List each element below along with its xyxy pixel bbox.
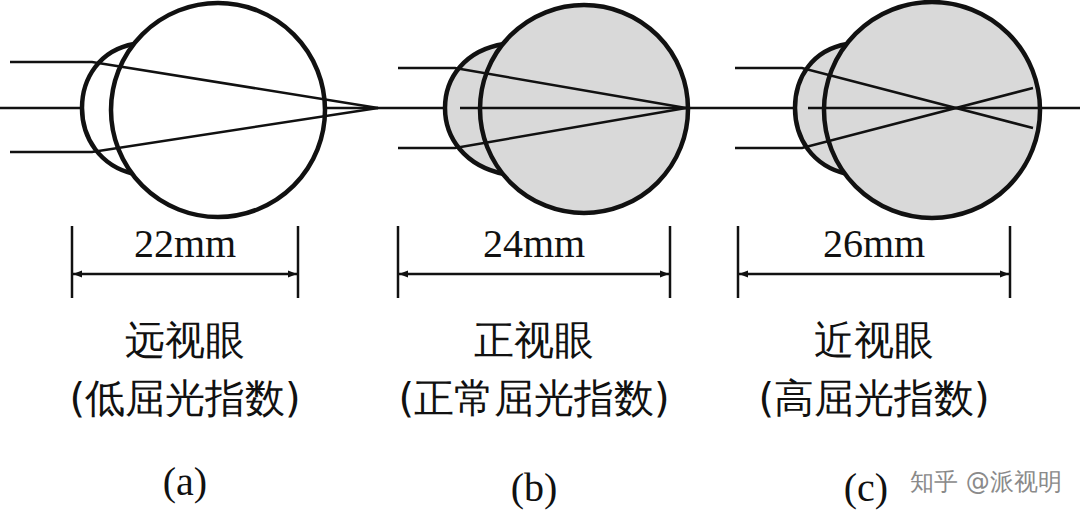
light-ray <box>398 108 686 148</box>
hyperopic-eye <box>10 3 378 217</box>
light-ray <box>10 108 378 152</box>
optical-axis <box>460 107 688 110</box>
eye-type-label: 近视眼 <box>814 320 934 360</box>
panel-letter: (a) <box>163 462 207 502</box>
optical-axis <box>808 107 1040 110</box>
light-ray <box>10 62 378 108</box>
eye-type-label: 远视眼 <box>125 320 245 360</box>
light-ray <box>398 68 686 108</box>
panel-letter: (b) <box>511 468 558 508</box>
refraction-label: (正常屈光指数) <box>398 378 669 418</box>
dimension-label: 24mm <box>483 224 585 264</box>
eyeball <box>111 3 325 217</box>
watermark: 知乎 @派视明 <box>910 470 1062 494</box>
myopic-eye <box>735 2 1040 218</box>
refraction-label: (高屈光指数) <box>758 378 989 418</box>
light-ray <box>735 88 1033 148</box>
eye-type-label: 正视眼 <box>474 320 594 360</box>
panel-letter: (c) <box>844 468 888 508</box>
light-ray <box>735 68 1033 128</box>
eyeball <box>824 2 1040 218</box>
dimension-label: 22mm <box>134 224 236 264</box>
refraction-label: (低屈光指数) <box>69 378 300 418</box>
emmetropic-eye <box>398 5 688 213</box>
dimension-label: 26mm <box>823 224 925 264</box>
